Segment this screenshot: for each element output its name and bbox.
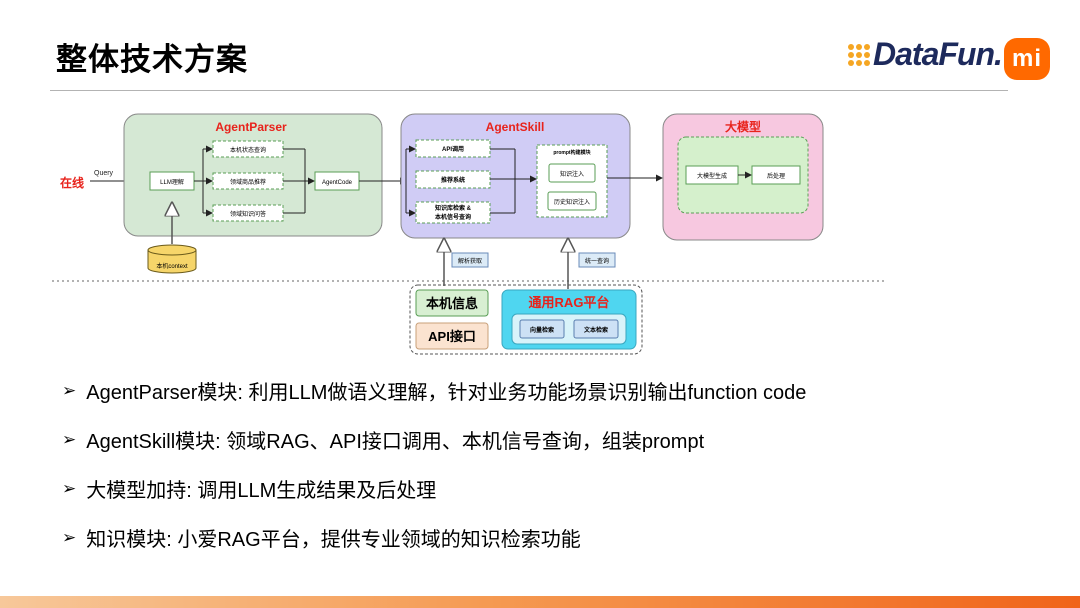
bottom-accent-bar [0, 596, 1080, 608]
parse-tag: 解析获取 [458, 257, 482, 265]
bullet-text-1: AgentParser模块: 利用LLM做语义理解，针对业务功能场景识别输出fu… [86, 382, 807, 404]
prompt-module-title: prompt构建模块 [553, 149, 591, 156]
post-process-label: 后处理 [767, 172, 785, 180]
bullet-item-1: ➢ AgentParser模块: 利用LLM做语义理解，针对业务功能场景识别输出… [62, 376, 806, 405]
online-label: 在线 [60, 175, 84, 190]
agent-parser-title: AgentParser [215, 120, 287, 134]
text-search-box [573, 319, 619, 339]
skill-item-api: API调用 [442, 145, 464, 153]
logo-text: DataFun. [873, 36, 1003, 72]
context-database-icon [147, 250, 197, 274]
rag-platform-title: 通用RAG平台 [529, 295, 610, 310]
bullet-arrow-icon: ➢ [62, 478, 77, 498]
skill-item-kb-line1: 知识库检索 & [435, 204, 472, 212]
llm-understand-label: LLM理解 [160, 178, 184, 186]
context-label: 本机context [156, 262, 188, 270]
local-info-box [415, 289, 489, 317]
unified-tag-box [578, 252, 616, 268]
skill-item-recommend: 推荐系统 [441, 176, 465, 184]
skill-item-box-3 [415, 201, 491, 224]
logo-dots-icon [848, 43, 870, 66]
vector-search-label: 向量检索 [530, 326, 554, 334]
bullet-text-4: 知识模块: 小爱RAG平台，提供专业领域的知识检索功能 [86, 529, 581, 551]
model-gen-label: 大模型生成 [697, 172, 727, 180]
local-info-label: 本机信息 [426, 296, 478, 311]
context-database-top [147, 244, 197, 256]
page-title: 整体技术方案 [56, 42, 248, 77]
bullet-item-2: ➢ AgentSkill模块: 领域RAG、API接口调用、本机信号查询，组装p… [62, 425, 704, 454]
infra-dashed-box [409, 284, 643, 355]
bullet-text-2: AgentSkill模块: 领域RAG、API接口调用、本机信号查询，组装pro… [86, 431, 705, 453]
post-process-box [751, 165, 801, 185]
parser-item-1: 本机状态查询 [230, 146, 266, 154]
parser-item-3: 领域知识问答 [230, 210, 266, 218]
prompt-item-knowledge: 知识注入 [560, 170, 584, 178]
bullet-item-3: ➢ 大模型加持: 调用LLM生成结果及后处理 [62, 474, 436, 503]
agent-skill-title: AgentSkill [486, 120, 545, 134]
prompt-item-box-1 [548, 163, 596, 183]
text-search-label: 文本检索 [583, 326, 608, 334]
prompt-item-history: 历史知识注入 [554, 198, 590, 206]
datafun-logo: DataFun. [848, 36, 1003, 73]
parser-item-2: 领域商品推荐 [230, 178, 266, 186]
api-label: API接口 [428, 329, 476, 344]
api-box [415, 322, 489, 350]
query-label: Query [94, 170, 114, 177]
agent-code-label: AgentCode [322, 180, 353, 186]
big-model-title: 大模型 [725, 119, 761, 134]
bullet-arrow-icon: ➢ [62, 527, 77, 547]
unified-tag: 统一查询 [585, 257, 609, 265]
mi-logo: mi [1004, 38, 1050, 80]
bullet-text-3: 大模型加持: 调用LLM生成结果及后处理 [86, 480, 437, 502]
header-divider [50, 90, 1008, 91]
bullet-item-4: ➢ 知识模块: 小爱RAG平台，提供专业领域的知识检索功能 [62, 523, 581, 552]
bullet-arrow-icon: ➢ [62, 380, 77, 400]
bullet-arrow-icon: ➢ [62, 429, 77, 449]
prompt-item-box-2 [547, 191, 597, 211]
parse-tag-box [451, 252, 489, 268]
skill-item-kb-line2: 本机信号查询 [435, 213, 471, 221]
vector-search-box [519, 319, 565, 339]
